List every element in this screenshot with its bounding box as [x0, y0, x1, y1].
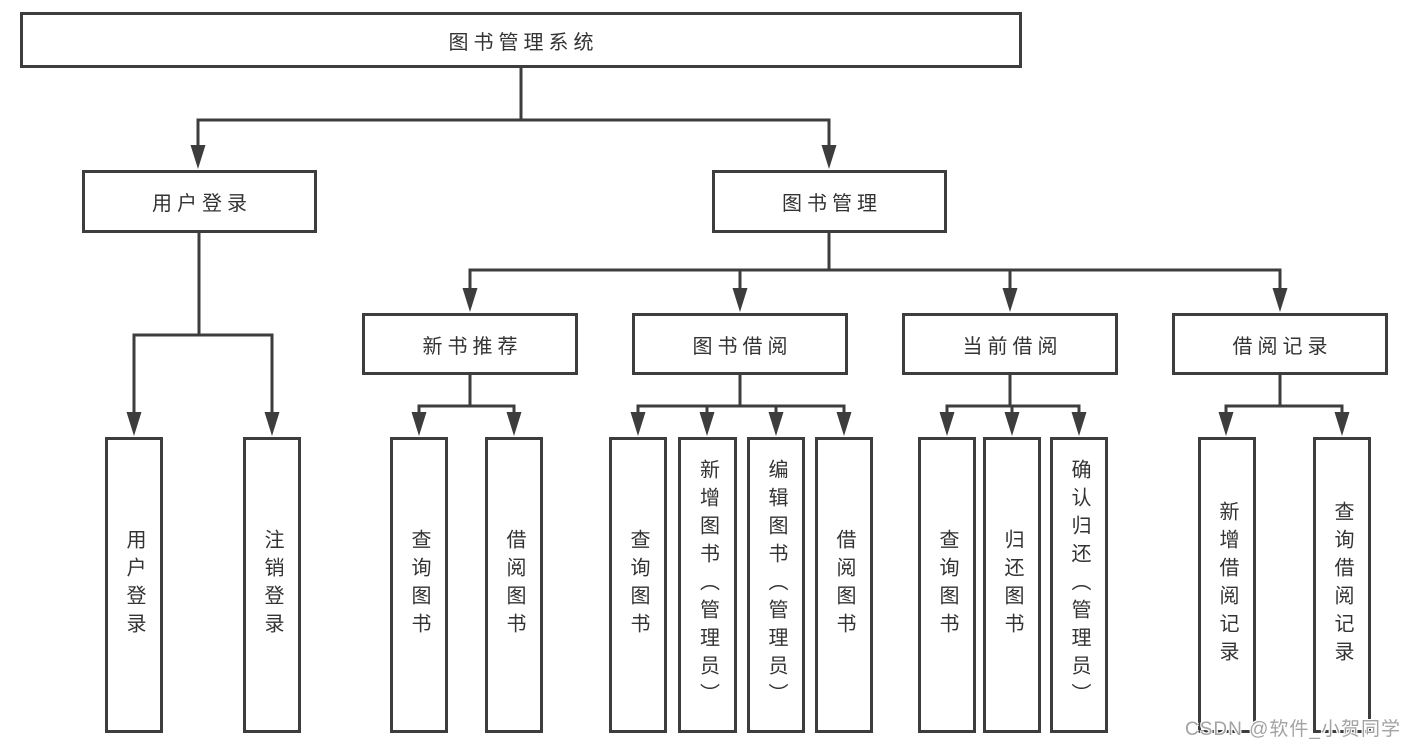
leaf-borrowing-query-books-label: 查询图书 — [627, 529, 649, 641]
node-book-borrowing: 图书借阅 — [632, 313, 848, 375]
node-borrow-records: 借阅记录 — [1172, 313, 1388, 375]
leaf-add-borrow-record-label: 新增借阅记录 — [1216, 501, 1238, 669]
leaf-borrowing-query-books: 查询图书 — [609, 437, 667, 733]
node-new-book-recommend: 新书推荐 — [362, 313, 578, 375]
connector-newbook-to-leaves — [417, 373, 516, 422]
leaf-logout-label: 注销登录 — [261, 529, 283, 641]
leaf-newbook-borrow-books-label: 借阅图书 — [503, 529, 525, 641]
leaf-newbook-query-books-label: 查询图书 — [408, 529, 430, 641]
node-user-login: 用户登录 — [82, 170, 317, 233]
leaf-current-query-books-label: 查询图书 — [936, 529, 958, 641]
leaf-borrowing-borrow-books-label: 借阅图书 — [833, 529, 855, 641]
leaf-user-login: 用户登录 — [105, 437, 163, 733]
connector-root-to-level2 — [196, 66, 831, 151]
connector-records-to-leaves — [1224, 373, 1344, 422]
connector-current-to-leaves — [945, 373, 1081, 422]
leaf-newbook-query-books: 查询图书 — [390, 437, 448, 733]
leaf-return-books: 归还图书 — [983, 437, 1041, 733]
node-new-book-recommend-label: 新书推荐 — [422, 335, 523, 358]
node-book-borrowing-label: 图书借阅 — [692, 335, 793, 358]
node-book-management: 图书管理 — [712, 170, 947, 233]
connector-userlogin-to-leaves — [132, 231, 274, 420]
connector-bookmgmt-to-level3 — [468, 231, 1282, 296]
leaf-current-query-books: 查询图书 — [918, 437, 976, 733]
leaf-add-borrow-record: 新增借阅记录 — [1198, 437, 1256, 733]
leaf-confirm-return-admin-label: 确认归还（管理员） — [1068, 459, 1090, 711]
leaf-user-login-label: 用户登录 — [123, 529, 145, 641]
leaf-edit-book-admin-label: 编辑图书（管理员） — [765, 459, 787, 711]
node-root-system: 图书管理系统 — [20, 12, 1022, 68]
leaf-add-book-admin-label: 新增图书（管理员） — [696, 459, 719, 711]
connector-borrowing-to-leaves — [636, 373, 846, 422]
node-borrow-records-label: 借阅记录 — [1232, 335, 1333, 358]
leaf-query-borrow-record: 查询借阅记录 — [1313, 437, 1371, 733]
leaf-borrowing-borrow-books: 借阅图书 — [815, 437, 873, 733]
watermark: CSDN @软件_小贺同学 — [1185, 719, 1401, 740]
node-book-management-label: 图书管理 — [782, 193, 882, 215]
leaf-confirm-return-admin: 确认归还（管理员） — [1050, 437, 1108, 733]
leaf-query-borrow-record-label: 查询借阅记录 — [1331, 501, 1353, 669]
node-current-borrowing-label: 当前借阅 — [962, 335, 1063, 358]
leaf-logout: 注销登录 — [243, 437, 301, 733]
node-root-system-label: 图书管理系统 — [448, 31, 599, 54]
leaf-add-book-admin: 新增图书（管理员） — [678, 437, 737, 733]
node-user-login-label: 用户登录 — [152, 193, 252, 215]
leaf-newbook-borrow-books: 借阅图书 — [485, 437, 543, 733]
leaf-edit-book-admin: 编辑图书（管理员） — [747, 437, 805, 733]
leaf-return-books-label: 归还图书 — [1001, 529, 1023, 641]
node-current-borrowing: 当前借阅 — [902, 313, 1118, 375]
